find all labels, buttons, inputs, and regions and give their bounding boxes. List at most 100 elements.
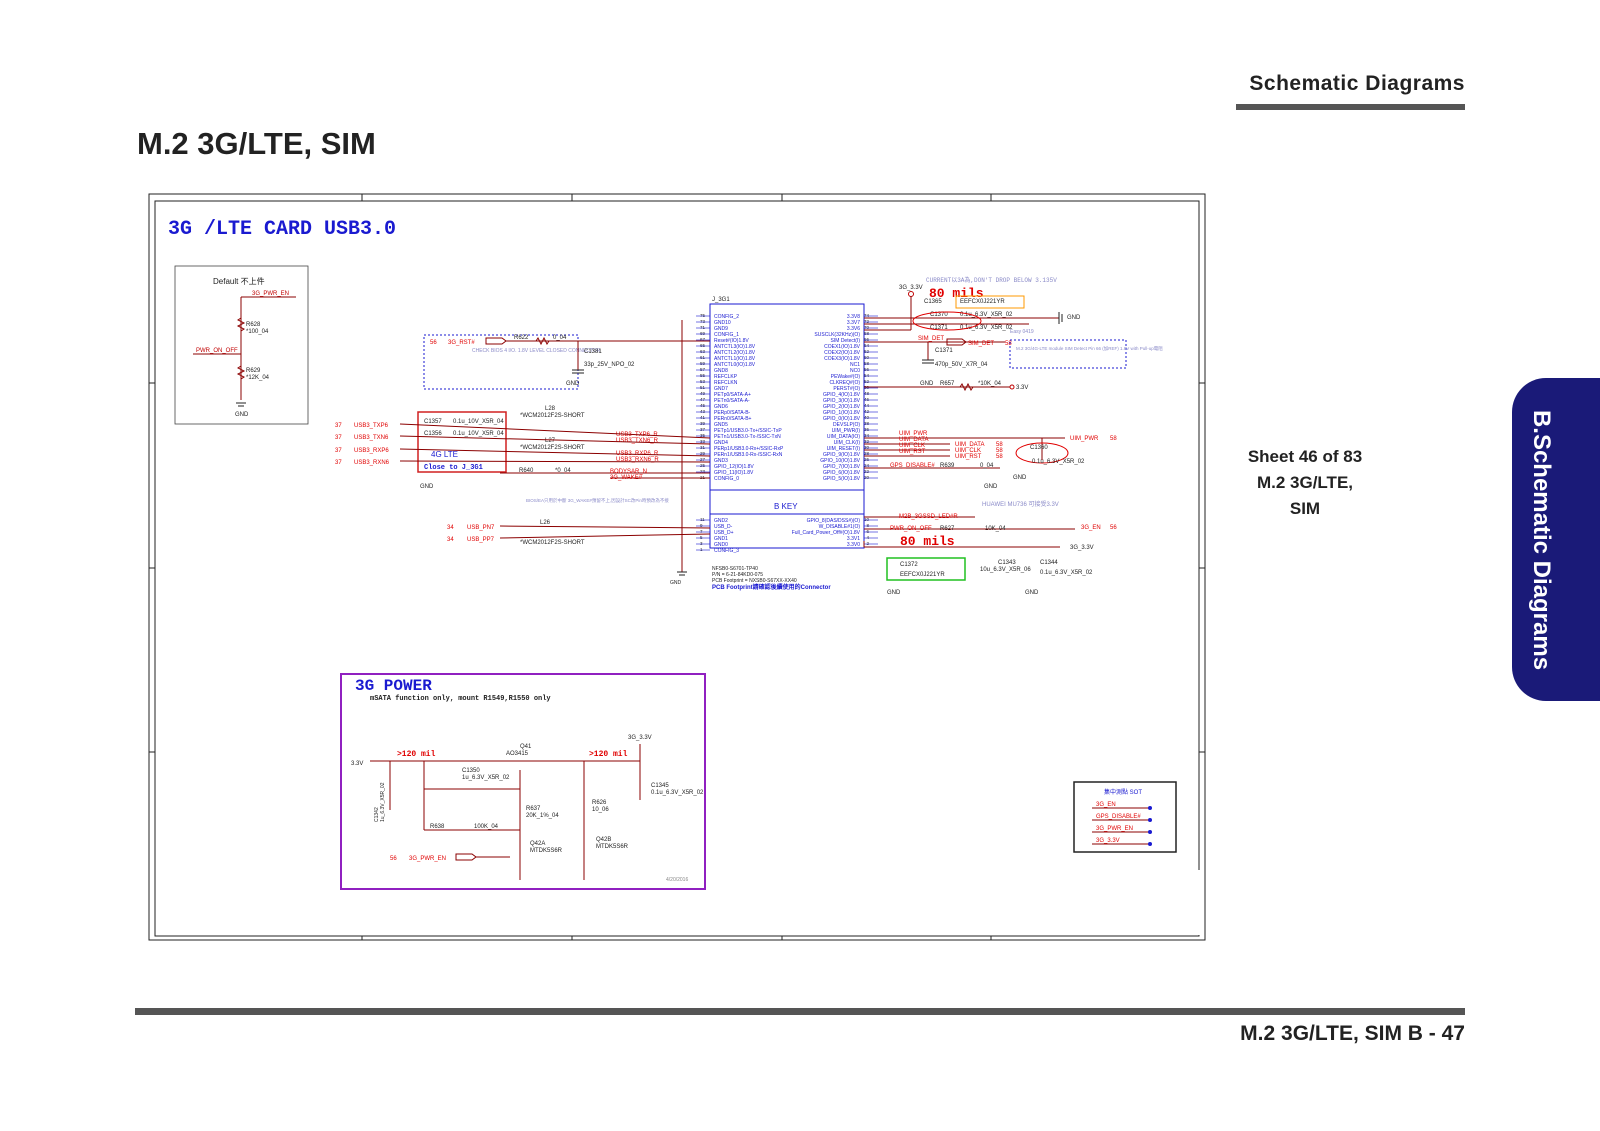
port-uim-clk: UIM_CLK bbox=[955, 448, 981, 454]
testpoint-dot[interactable] bbox=[1148, 842, 1152, 846]
side-tab[interactable] bbox=[1512, 378, 1600, 701]
right-pin-label: COEX1(IO)1.8V bbox=[824, 344, 861, 350]
right-pin-label: 3.3V6 bbox=[847, 326, 860, 332]
net-3g-33v-bottom: 3G_3.3V bbox=[1070, 545, 1094, 551]
c1342-ref: C1342 bbox=[374, 807, 380, 822]
right-pin-number: 34 bbox=[864, 433, 870, 438]
port-uim-pwr: UIM_PWR bbox=[1070, 436, 1099, 442]
close-label: Close to J_3G1 bbox=[424, 464, 483, 472]
l28-value: *WCM2012F2S-SHORT bbox=[520, 413, 585, 419]
right-pin-number: 74 bbox=[864, 313, 870, 318]
c1344-value: 0.1u_6.3V_X5R_02 bbox=[1040, 570, 1093, 576]
net-usb3-txn6: USB3_TXN6 bbox=[354, 435, 389, 441]
left-b-pin-number: 7 bbox=[700, 529, 703, 534]
right-pin-label: UIM_CLK(I) bbox=[834, 440, 861, 446]
right-pin-number: 66 bbox=[864, 337, 870, 342]
right-pin-list-b: GPIO_8(DAS/DSS#)(O)10W_DISABLE#1(O)8Full… bbox=[792, 517, 878, 548]
c1371-ref: C1371 bbox=[935, 348, 953, 354]
right-b-pin-label: 3.3V0 bbox=[847, 542, 860, 548]
c1365-ref: C1365 bbox=[924, 299, 942, 305]
c1381-ref: C1381 bbox=[584, 349, 602, 355]
net-33v-r657: 3.3V bbox=[1016, 385, 1028, 391]
testpoint-dot[interactable] bbox=[1148, 806, 1152, 810]
net-usb-pn7: USB_PN7 bbox=[467, 525, 495, 531]
net-uim-data: UIM_DATA bbox=[899, 437, 928, 443]
left-pin-label: PETp0/SATA-A+ bbox=[714, 392, 751, 398]
right-pin-number: 56 bbox=[864, 367, 870, 372]
left-pin-number: 65 bbox=[700, 343, 706, 348]
right-pin-label: GPIO_3(IO)1.8V bbox=[823, 398, 861, 404]
left-b-pin-label: GND2 bbox=[714, 518, 728, 524]
uim-page-2: 58 bbox=[996, 448, 1003, 454]
c1381-value: 33p_25V_NPO_02 bbox=[584, 362, 635, 368]
uim-page-1: 58 bbox=[996, 442, 1003, 448]
left-pin-number: 75 bbox=[700, 313, 706, 318]
r628-value: *100_04 bbox=[246, 329, 269, 335]
r638-value: 100K_04 bbox=[474, 824, 499, 830]
mils-80-bottom: 80 mils bbox=[900, 534, 955, 549]
testpoint-title: 集中測點 SOT bbox=[1104, 788, 1142, 796]
left-pin-label: PETn1/USB3.0-Tx-/SSIC-TxN bbox=[714, 434, 781, 440]
right-pin-number: 28 bbox=[864, 451, 870, 456]
mil-120-left: >120 mil bbox=[397, 750, 436, 759]
testpoint-dot[interactable] bbox=[1148, 830, 1152, 834]
left-pin-number: 33 bbox=[700, 439, 706, 444]
right-pin-number: 42 bbox=[864, 409, 870, 414]
q42a-ref: Q42A bbox=[530, 841, 545, 847]
left-pin-label: REFCLKP bbox=[714, 374, 738, 380]
net-3g-pwr-en: 3G_PWR_EN bbox=[252, 291, 289, 297]
net-usb3-rxn6-r: USB3_RXN6_R bbox=[616, 457, 659, 463]
r640-ref: R640 bbox=[519, 468, 534, 474]
default-box: Default 不上件 3G_PWR_EN PWR_ON_OFF R628 *1… bbox=[174, 265, 309, 425]
right-pin-label: SIM Detect(I) bbox=[831, 338, 861, 344]
c1372-ref: C1372 bbox=[900, 562, 918, 568]
l27-value: *WCM2012F2S-SHORT bbox=[520, 445, 585, 451]
left-pin-label: GND6 bbox=[714, 404, 728, 410]
left-b-pin-number: 9 bbox=[700, 523, 703, 528]
c1356-ref: C1356 bbox=[424, 431, 442, 437]
c1356-value: 0.1u_10V_X5R_04 bbox=[453, 431, 504, 437]
left-pin-number: 61 bbox=[700, 355, 706, 360]
side-tab-label: B.Schematic Diagrams bbox=[1528, 409, 1555, 671]
left-pin-label: Reset#(IO)1.8V bbox=[714, 338, 749, 344]
right-pin-number: 36 bbox=[864, 427, 870, 432]
left-pin-list: CONFIG_275GND1073GND971CONFIG_169Reset#(… bbox=[696, 313, 784, 482]
testpoint-label: 3G_EN bbox=[1096, 802, 1116, 808]
right-b-pin-number: 2 bbox=[866, 541, 869, 546]
port-uim-rst: UIM_RST bbox=[955, 454, 982, 460]
frame-blank bbox=[962, 870, 1202, 935]
r629-ref: R629 bbox=[246, 368, 261, 374]
gnd-lte: GND bbox=[420, 484, 434, 490]
left-pin-number: 73 bbox=[700, 319, 706, 324]
port-uim-data: UIM_DATA bbox=[955, 442, 984, 448]
right-pin-label: UIM_RESET(I) bbox=[827, 446, 861, 452]
gnd-c1344: GND bbox=[1025, 590, 1039, 596]
left-b-pin-number: 11 bbox=[700, 517, 705, 522]
testpoint-dot[interactable] bbox=[1148, 818, 1152, 822]
c1371a-value: 0.1u_6.3V_X5R_02 bbox=[960, 325, 1013, 331]
right-pin-label: PERST#(O) bbox=[833, 386, 860, 392]
net-3g-33v-top: 3G_3.3V bbox=[899, 285, 923, 291]
r640-value: *0_04 bbox=[555, 468, 571, 474]
right-pin-number: 20 bbox=[864, 475, 870, 480]
net-pwr-on-off-2: PWR_ON_OFF bbox=[890, 526, 932, 532]
uim-page-3: 58 bbox=[996, 454, 1003, 460]
left-pin-label: GND9 bbox=[714, 326, 728, 332]
left-b-pin-number: 5 bbox=[700, 535, 703, 540]
top-power-area: CURRENT以3A為,DON'T DROP BELOW 3.135V 3G_3… bbox=[864, 276, 1163, 392]
right-b-pin-label: 3.3V1 bbox=[847, 536, 860, 542]
right-pin-label: COEX3(IO)1.8V bbox=[824, 356, 861, 362]
c1357-ref: C1357 bbox=[424, 419, 442, 425]
power-33v: 3.3V bbox=[351, 761, 363, 767]
right-pin-number: 60 bbox=[864, 355, 870, 360]
net-usb3-txp6: USB3_TXP6 bbox=[354, 423, 389, 429]
left-pin-number: 49 bbox=[700, 391, 706, 396]
r626-value: 10_06 bbox=[592, 807, 609, 813]
mil-120-right: >120 mil bbox=[589, 750, 628, 759]
left-pin-number: 71 bbox=[700, 325, 706, 330]
testpoint-label: GPS_DISABLE# bbox=[1096, 814, 1141, 820]
usb-pn-page: 34 bbox=[447, 525, 454, 531]
power-title: 3G POWER bbox=[355, 677, 432, 695]
left-pin-number: 59 bbox=[700, 361, 706, 366]
